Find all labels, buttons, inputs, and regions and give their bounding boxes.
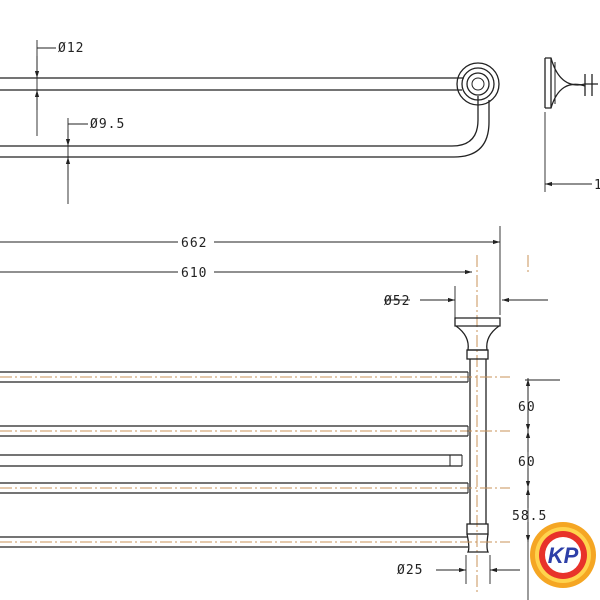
u-tube-inner — [0, 100, 490, 158]
u-tube-outer — [0, 96, 479, 147]
dim-label-d25: Ø25 — [397, 563, 423, 578]
rosette-core — [471, 77, 485, 91]
dim-label-610: 610 — [181, 266, 207, 281]
dim-label-d12: Ø12 — [58, 41, 84, 56]
dim-label-662: 662 — [181, 236, 207, 251]
mount-plate — [454, 317, 501, 327]
towel-bars — [0, 371, 510, 548]
spacing-label-1: 60 — [518, 400, 536, 415]
side-dim-label: 1 — [594, 178, 600, 193]
kp-logo: KP — [530, 522, 596, 588]
spacing-label-2: 60 — [518, 455, 536, 470]
logo-text: KP — [548, 543, 579, 568]
spacing-label-3: 58.5 — [512, 509, 547, 524]
rosette-inner — [466, 72, 490, 96]
dim-label-d52: Ø52 — [384, 294, 410, 309]
top-view: Ø12 Ø9.5 — [0, 40, 500, 204]
post-collar-bottom — [466, 523, 489, 535]
side-bracket-top — [545, 57, 598, 86]
front-view: 662 610 Ø52 — [0, 226, 560, 600]
rosette-mid — [461, 67, 495, 101]
side-view: 1 — [544, 57, 600, 193]
dim-label-d95: Ø9.5 — [90, 117, 125, 132]
post-collar-top — [466, 349, 489, 360]
rosette-outer — [456, 62, 500, 106]
